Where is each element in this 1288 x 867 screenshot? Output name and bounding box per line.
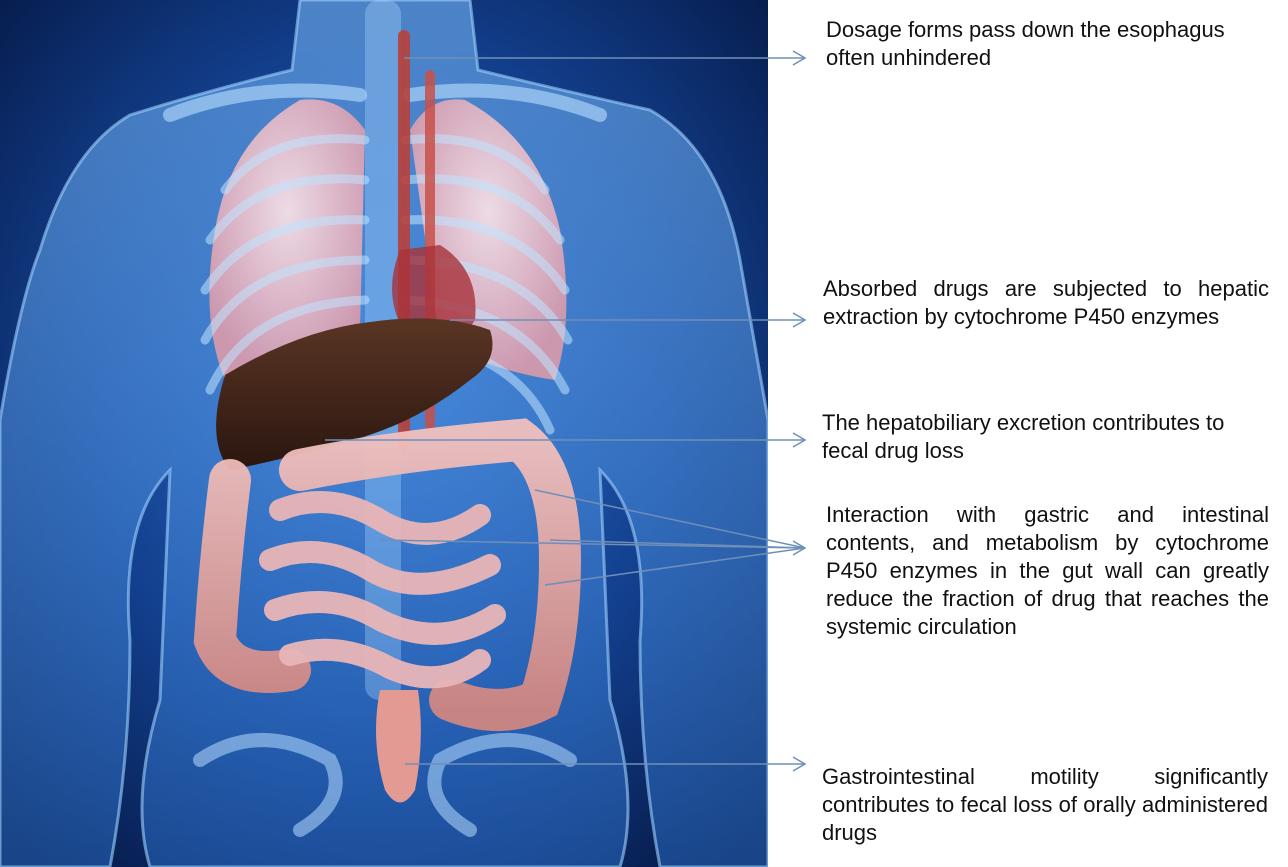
annotation-esophagus: Dosage forms pass down the esophagus oft… <box>826 16 1246 72</box>
annotation-gut: Interaction with gastric and intestinal … <box>826 501 1269 641</box>
annotation-hepatobiliary: The hepatobiliary excretion contributes … <box>822 409 1242 465</box>
anatomy-illustration <box>0 0 768 867</box>
annotation-motility: Gastrointestinal motility significantly … <box>822 763 1268 847</box>
annotation-liver: Absorbed drugs are subjected to hepatic … <box>823 275 1269 331</box>
torso-image <box>0 0 768 867</box>
